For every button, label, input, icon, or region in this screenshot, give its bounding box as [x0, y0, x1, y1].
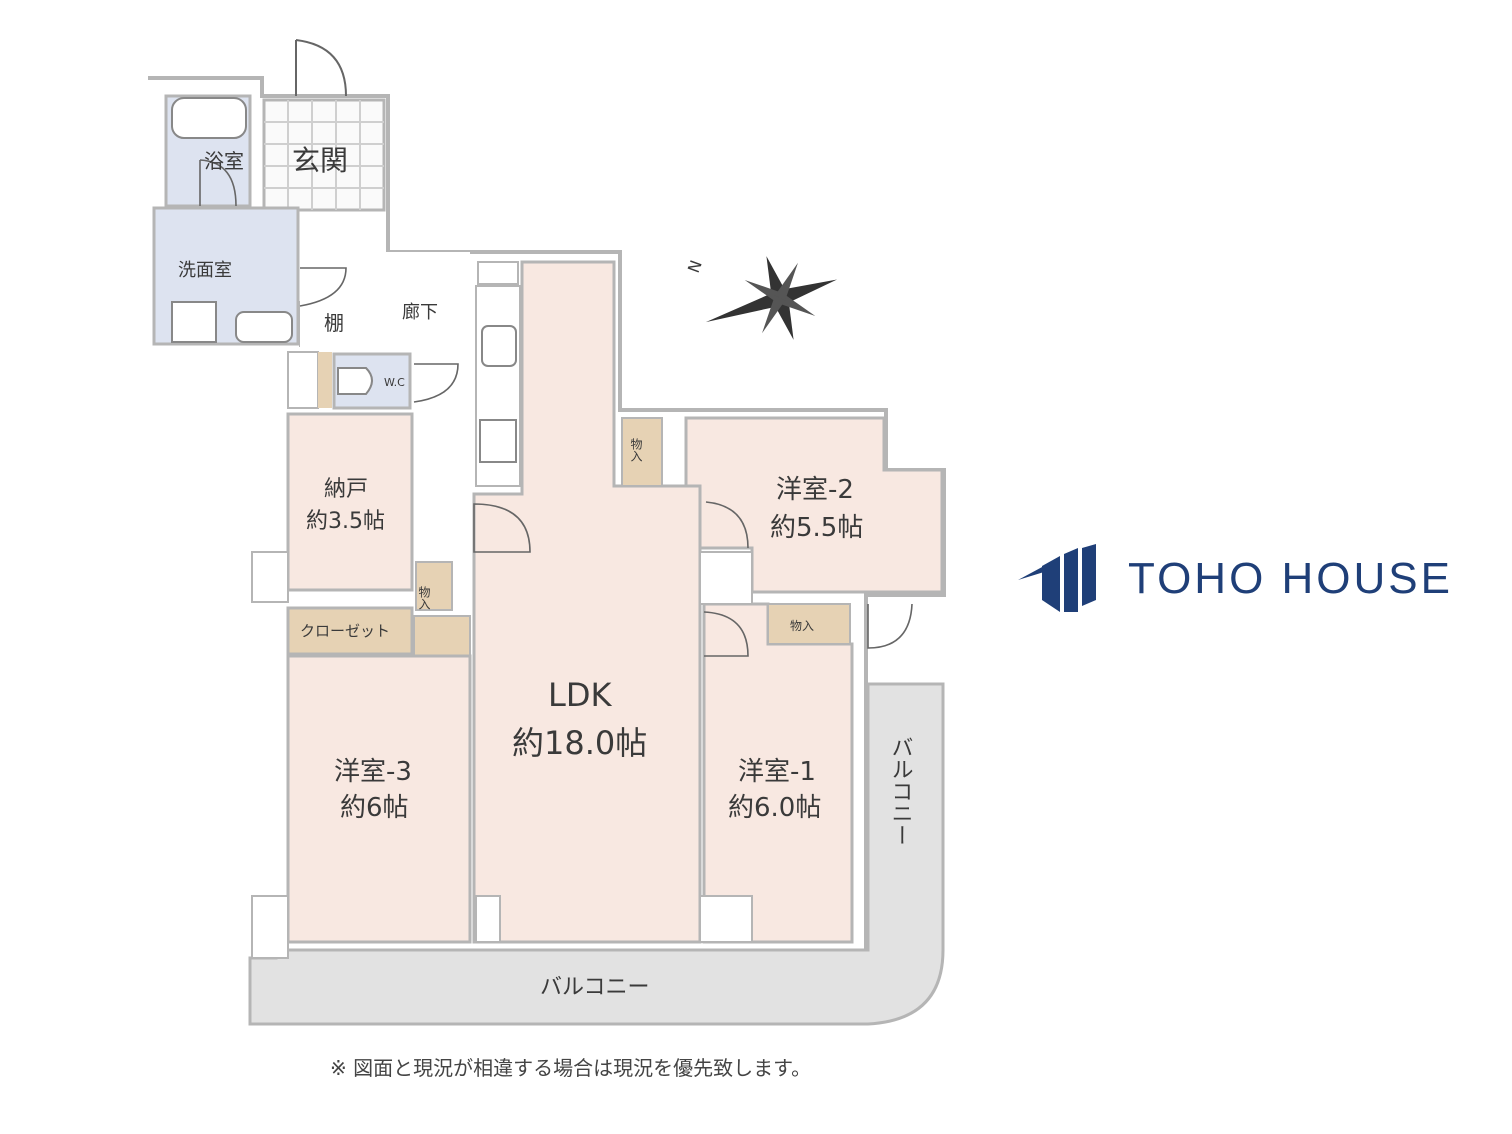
- label-western-2-size: 約5.5帖: [770, 513, 863, 543]
- label-entrance: 玄関: [292, 144, 348, 177]
- compass-north-label: N: [684, 258, 706, 276]
- label-storage-small-2: 物入: [629, 438, 643, 462]
- column: [699, 895, 753, 943]
- washing-machine: [171, 301, 217, 343]
- wc-storage: [318, 352, 332, 408]
- label-ldk-size: 約18.0帖: [512, 724, 647, 762]
- label-storage-small-1: 物入: [417, 586, 431, 610]
- label-balcony-bottom: バルコニー: [540, 975, 650, 1000]
- label-western-3-size: 約6帖: [340, 793, 409, 823]
- label-ldk-name: LDK: [548, 676, 612, 714]
- disclaimer-note: ※ 図面と現況が相違する場合は現況を優先致します。: [330, 1056, 812, 1080]
- closet: [286, 606, 414, 656]
- label-wc: W.C: [384, 376, 405, 389]
- storage-room: [286, 412, 414, 592]
- label-storage-room-name: 納戸: [324, 477, 368, 502]
- hallway-lower: [412, 348, 470, 558]
- storage-small-3: [767, 603, 851, 645]
- label-shelf: 棚: [324, 311, 344, 335]
- kitchen-sink: [481, 325, 517, 367]
- wc-toilet: [337, 367, 373, 395]
- storage-small-2: [621, 417, 663, 487]
- label-hallway: 廊下: [402, 302, 438, 323]
- label-western-1-name: 洋室-1: [738, 757, 816, 787]
- bathtub: [171, 97, 247, 139]
- label-bath: 浴室: [204, 149, 244, 173]
- kitchen-shaft: [477, 261, 519, 285]
- label-closet: クローゼット: [300, 622, 390, 640]
- door-swings: [199, 159, 913, 657]
- label-storage-room-size: 約3.5帖: [306, 509, 385, 534]
- ldk-shaft: [475, 895, 501, 943]
- brand-name: TOHO HOUSE: [1128, 554, 1454, 603]
- label-balcony-side: バルコニー: [888, 736, 913, 846]
- column: [251, 895, 289, 959]
- label-washroom: 洗面室: [178, 260, 232, 281]
- vanity-sink: [235, 311, 293, 343]
- balcony-bottom: [248, 682, 945, 1026]
- label-western-2-name: 洋室-2: [776, 475, 854, 505]
- label-storage-small-3: 物入: [790, 619, 814, 633]
- label-western-3-name: 洋室-3: [334, 757, 412, 787]
- storage-small-1: [415, 561, 453, 611]
- closet-2: [413, 615, 471, 657]
- compass-icon: [705, 256, 838, 340]
- label-western-1-size: 約6.0帖: [728, 793, 821, 823]
- kitchen-stove: [479, 419, 517, 463]
- entrance-door: [295, 39, 347, 97]
- building-outline: [148, 76, 946, 950]
- wc-shaft: [287, 351, 319, 409]
- brand-logo: TOHO HOUSE: [1016, 540, 1486, 620]
- entrance-tiles: [262, 98, 386, 212]
- column: [699, 551, 753, 605]
- column: [251, 551, 289, 603]
- western-room-3: [286, 654, 472, 944]
- toho-house-logo-icon: [1018, 544, 1096, 612]
